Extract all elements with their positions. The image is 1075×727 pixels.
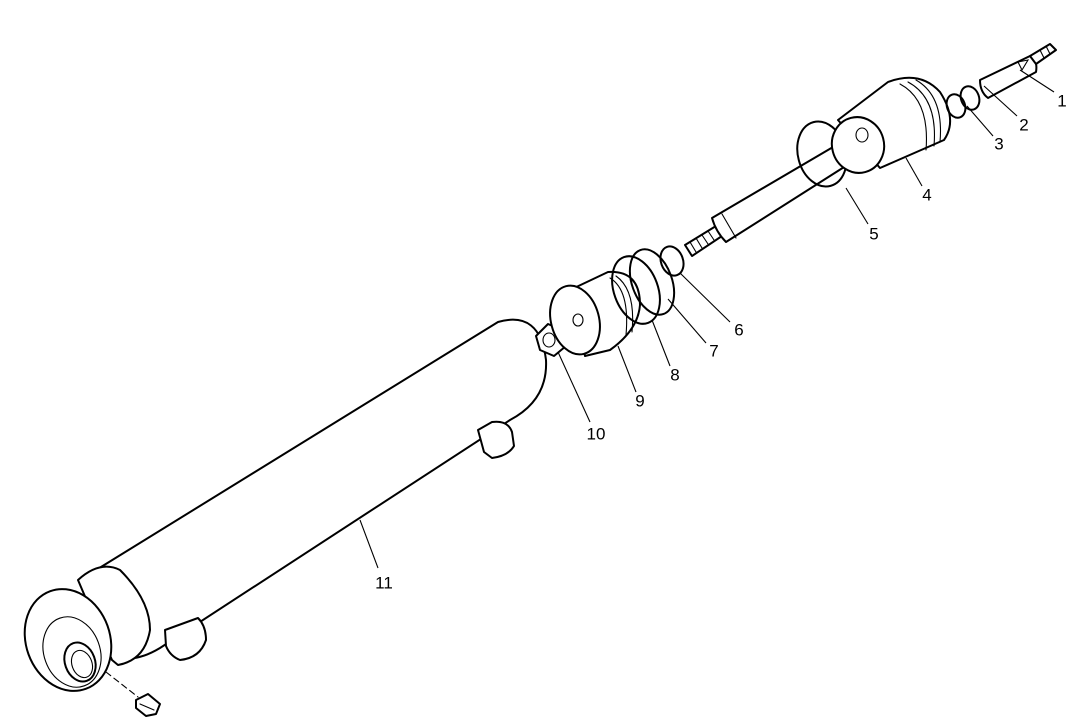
cylinder-barrel <box>23 318 548 717</box>
callout-2: 2 <box>1019 115 1029 135</box>
callout-7: 7 <box>709 341 719 361</box>
wear-ring <box>611 255 661 325</box>
callout-leaders <box>359 69 1055 569</box>
rod-end <box>979 43 1057 99</box>
callout-9: 9 <box>635 391 645 411</box>
callout-5: 5 <box>869 224 879 244</box>
piston-rod <box>684 139 855 257</box>
piston <box>549 270 641 357</box>
wiper-ring <box>945 93 967 119</box>
callout-1: 1 <box>1057 91 1067 111</box>
callout-4: 4 <box>922 185 932 205</box>
callout-11: 11 <box>375 573 393 593</box>
o-ring <box>659 245 685 277</box>
callout-6: 6 <box>734 320 744 340</box>
callout-10: 10 <box>586 424 606 444</box>
callout-8: 8 <box>670 365 680 385</box>
cylinder-head <box>830 76 951 174</box>
callout-3: 3 <box>994 134 1004 154</box>
grease-nipple <box>135 693 161 717</box>
backup-ring <box>959 85 981 111</box>
